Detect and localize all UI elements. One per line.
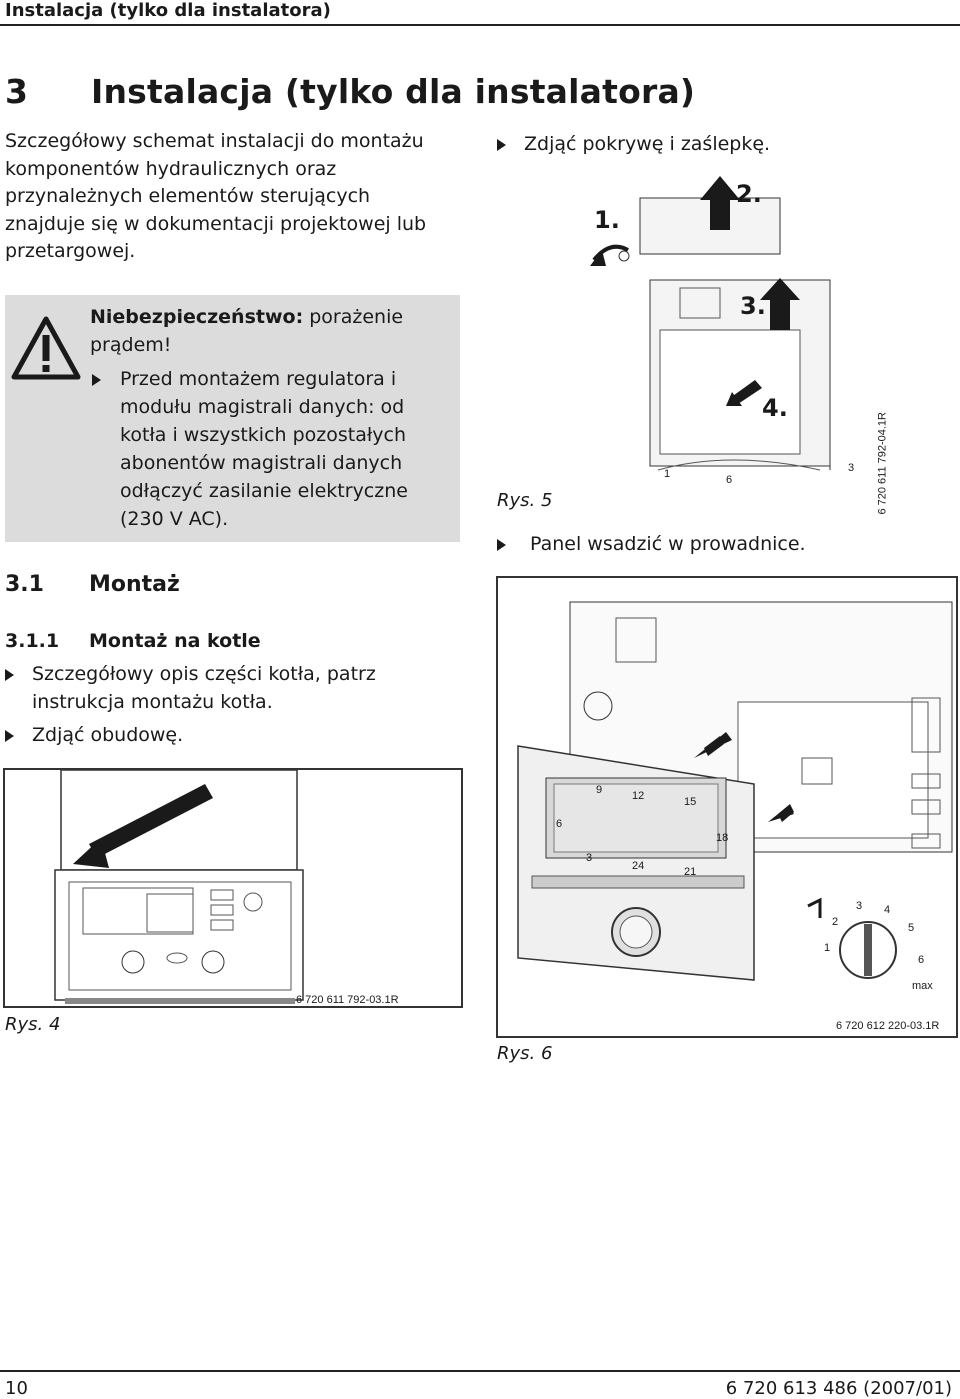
clock-label: 15: [684, 796, 697, 808]
header-rule: [0, 24, 960, 26]
knob-label: 2: [832, 916, 839, 928]
figure-6-caption: Rys. 6: [497, 1043, 553, 1064]
knob-label: 4: [884, 904, 891, 916]
knob-label: max: [912, 980, 933, 992]
warning-box: [5, 295, 460, 542]
list-item-text: Zdjąć pokrywę i zaślepkę.: [524, 133, 771, 155]
intro-paragraph: Szczegółowy schemat instalacji do montaż…: [5, 130, 427, 262]
warning-title-rest: porażenie prądem!: [90, 306, 404, 356]
bullet-arrow-icon: [497, 539, 506, 551]
step-2-label: 2.: [736, 180, 762, 208]
subsubsection-heading: 3.1.1 Montaż na kotle: [5, 630, 261, 652]
knob-label: 1: [824, 942, 831, 954]
controller-insertion-illustration: [517, 601, 953, 981]
warning-triangle-icon: [11, 316, 81, 380]
figure-5-code: 6 720 611 792-04.1R: [876, 412, 889, 515]
subsubsection-number: 3.1.1: [5, 630, 60, 652]
clock-label: 18: [716, 832, 729, 844]
bullet-arrow-icon: [92, 374, 101, 386]
list-item: Szczegółowy opis części kotła, patrz ins…: [5, 660, 445, 716]
clock-label: 6: [556, 818, 563, 830]
dial-mark: 1: [664, 468, 671, 480]
figure-4-caption: Rys. 4: [5, 1014, 61, 1035]
section-title: Instalacja (tylko dla instalatora): [91, 72, 696, 111]
clock-label: 24: [632, 860, 645, 872]
document-number: 6 720 613 486 (2007/01): [725, 1378, 952, 1399]
warning-title: Niebezpieczeństwo: porażenie prądem!: [90, 304, 450, 359]
list-item: Zdjąć pokrywę i zaślepkę.: [497, 130, 937, 158]
list-item: Zdjąć obudowę.: [5, 721, 445, 749]
boiler-illustration: [54, 769, 304, 1004]
bullet-arrow-icon: [5, 730, 14, 742]
step-1-label: 1.: [594, 206, 620, 234]
clock-label: 21: [684, 866, 697, 878]
figure-4: [3, 768, 463, 1008]
warning-item: Przed montażem regulatora i modułu magis…: [90, 365, 450, 533]
clock-label: 3: [586, 852, 593, 864]
warning-title-bold: Niebezpieczeństwo:: [90, 306, 304, 328]
figure-5: [580, 170, 880, 482]
subsection-title: Montaż: [89, 572, 180, 597]
clock-label: 9: [596, 784, 603, 796]
section-number: 3: [5, 72, 29, 111]
figure-4-code: 6 720 611 792-03.1R: [296, 994, 399, 1006]
clock-label: 12: [632, 790, 645, 802]
knob-label: 6: [918, 954, 925, 966]
list-item: Panel wsadzić w prowadnice.: [497, 530, 937, 558]
footer-rule: [0, 1370, 960, 1372]
step-3-label: 3.: [740, 292, 766, 320]
knob-label: 3: [856, 900, 863, 912]
bullet-arrow-icon: [5, 669, 14, 681]
figure-6: [496, 576, 958, 1038]
dial-mark: 6: [726, 474, 733, 486]
list-item-text: Panel wsadzić w prowadnice.: [530, 533, 806, 555]
subsection-heading: 3.1 Montaż: [5, 572, 180, 597]
subsubsection-title: Montaż na kotle: [89, 630, 261, 652]
dial-mark: 3: [848, 462, 855, 474]
figure-6-code: 6 720 612 220-03.1R: [836, 1020, 940, 1032]
step-4-label: 4.: [762, 394, 788, 422]
figure-5-caption: Rys. 5: [497, 490, 553, 511]
bullet-arrow-icon: [497, 139, 506, 151]
cover-removal-illustration: [590, 176, 831, 471]
page-number: 10: [5, 1378, 28, 1399]
knob-label: 5: [908, 922, 915, 934]
running-header: Instalacja (tylko dla instalatora): [5, 0, 331, 21]
list-item-text: Zdjąć obudowę.: [32, 724, 184, 746]
list-item-text: Szczegółowy opis części kotła, patrz ins…: [32, 663, 376, 713]
warning-item-text: Przed montażem regulatora i modułu magis…: [120, 368, 408, 530]
section-heading: 3 Instalacja (tylko dla instalatora): [5, 72, 695, 111]
subsection-number: 3.1: [5, 572, 44, 597]
